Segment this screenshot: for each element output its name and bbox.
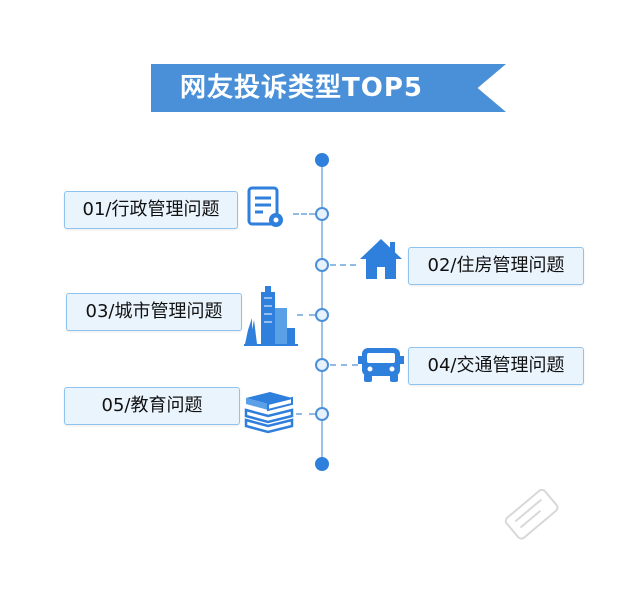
timeline-node-2 — [315, 258, 329, 272]
city-buildings-icon — [244, 284, 298, 348]
books-icon — [242, 390, 296, 434]
timeline-node-5 — [315, 407, 329, 421]
connector-2 — [330, 264, 356, 266]
connector-5 — [296, 413, 315, 415]
page-title: 网友投诉类型TOP5 — [180, 73, 423, 103]
timeline-node-3 — [315, 308, 329, 322]
connector-1 — [293, 213, 315, 215]
timeline-node-1 — [315, 207, 329, 221]
item-label-4: 04/交通管理问题 — [408, 347, 584, 385]
connector-4 — [330, 364, 358, 366]
timeline-end-dot — [315, 457, 329, 471]
item-label-2: 02/住房管理问题 — [408, 247, 584, 285]
house-icon — [358, 236, 404, 282]
bus-icon — [358, 346, 404, 384]
document-gear-icon — [246, 186, 286, 232]
connector-3 — [297, 314, 315, 316]
item-label-1: 01/行政管理问题 — [64, 191, 238, 229]
item-label-3: 03/城市管理问题 — [66, 293, 242, 331]
title-banner — [151, 64, 506, 112]
timeline-start-dot — [315, 153, 329, 167]
item-label-5: 05/教育问题 — [64, 387, 240, 425]
watermark-logo — [499, 446, 640, 593]
timeline-node-4 — [315, 358, 329, 372]
